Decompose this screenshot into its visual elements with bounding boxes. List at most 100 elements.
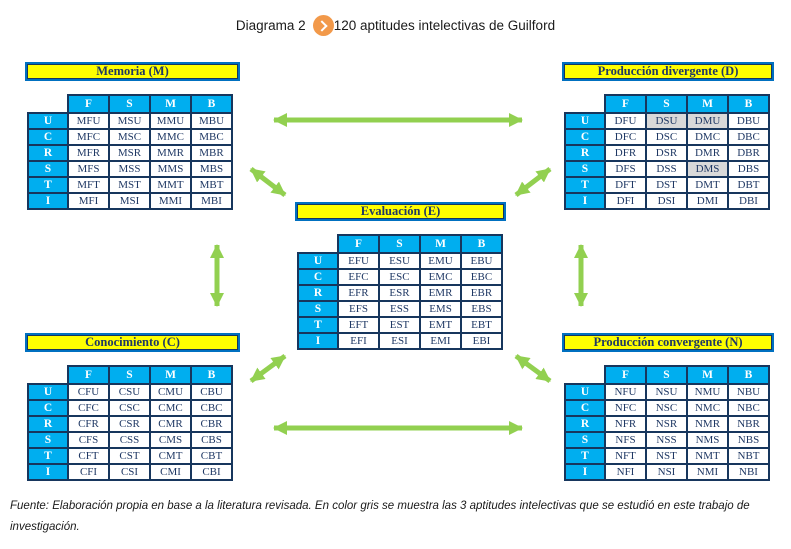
cell-MSC: MSC (108, 128, 151, 146)
cell-DBR: DBR (727, 144, 770, 162)
cell-DSI: DSI (645, 192, 688, 210)
cell-CSU: CSU (108, 383, 151, 401)
col-header-F: F (67, 365, 110, 385)
col-header-B: B (727, 365, 770, 385)
row-header-conocimiento-C: C (27, 399, 69, 417)
corner-cell (28, 366, 68, 384)
cell-NBR: NBR (727, 415, 770, 433)
col-header-S: S (108, 365, 151, 385)
cell-CBC: CBC (190, 399, 233, 417)
col-header-S: S (108, 94, 151, 114)
col-header-M: M (149, 365, 192, 385)
cell-CST: CST (108, 447, 151, 465)
cell-ESI: ESI (378, 332, 421, 350)
cell-MFT: MFT (67, 176, 110, 194)
row-header-convergente-I: I (564, 463, 606, 481)
cell-MST: MST (108, 176, 151, 194)
cell-NMS: NMS (686, 431, 729, 449)
cell-NST: NST (645, 447, 688, 465)
cell-MMS: MMS (149, 160, 192, 178)
row-header-memoria-I: I (27, 192, 69, 210)
col-header-M: M (419, 234, 462, 254)
cell-CBU: CBU (190, 383, 233, 401)
table-title-memoria: Memoria (M) (25, 62, 240, 81)
diagram-title: Diagrama 2 120 aptitudes intelectivas de… (0, 15, 791, 36)
cell-DMT: DMT (686, 176, 729, 194)
cell-CFS: CFS (67, 431, 110, 449)
cell-MBS: MBS (190, 160, 233, 178)
cell-CMC: CMC (149, 399, 192, 417)
col-header-B: B (727, 94, 770, 114)
col-header-F: F (604, 94, 647, 114)
cell-CSC: CSC (108, 399, 151, 417)
cell-EMR: EMR (419, 284, 462, 302)
col-header-F: F (337, 234, 380, 254)
cell-NMR: NMR (686, 415, 729, 433)
cell-DSS: DSS (645, 160, 688, 178)
cell-DFS: DFS (604, 160, 647, 178)
diagram-title-text: 120 aptitudes intelectivas de Guilford (333, 18, 556, 33)
cell-NFS: NFS (604, 431, 647, 449)
cell-MFC: MFC (67, 128, 110, 146)
cell-MBT: MBT (190, 176, 233, 194)
cell-MSS: MSS (108, 160, 151, 178)
cell-MSI: MSI (108, 192, 151, 210)
cell-DSR: DSR (645, 144, 688, 162)
row-header-memoria-S: S (27, 160, 69, 178)
cell-NSS: NSS (645, 431, 688, 449)
arrow-divergente-evaluacion (514, 167, 552, 197)
chevron-right-circle-icon (312, 15, 334, 36)
row-header-divergente-I: I (564, 192, 606, 210)
cell-MFS: MFS (67, 160, 110, 178)
cell-ESU: ESU (378, 252, 421, 270)
cell-NFU: NFU (604, 383, 647, 401)
cell-EMC: EMC (419, 268, 462, 286)
cell-NBI: NBI (727, 463, 770, 481)
source-footnote: Fuente: Elaboración propia en base a la … (10, 500, 750, 533)
cell-DMU: DMU (686, 112, 729, 130)
cell-MSU: MSU (108, 112, 151, 130)
cell-EMS: EMS (419, 300, 462, 318)
col-header-F: F (67, 94, 110, 114)
row-header-evaluacion-T: T (297, 316, 339, 334)
cell-CMS: CMS (149, 431, 192, 449)
row-header-divergente-R: R (564, 144, 606, 162)
cell-CSR: CSR (108, 415, 151, 433)
arrow-memoria-evaluacion (249, 167, 287, 197)
cell-CBS: CBS (190, 431, 233, 449)
cell-CFT: CFT (67, 447, 110, 465)
cell-EMT: EMT (419, 316, 462, 334)
cell-ESS: ESS (378, 300, 421, 318)
arrow-evaluacion-convergente (514, 353, 552, 384)
cell-EBC: EBC (460, 268, 503, 286)
cell-DMR: DMR (686, 144, 729, 162)
row-header-divergente-S: S (564, 160, 606, 178)
cell-DBC: DBC (727, 128, 770, 146)
corner-cell (565, 95, 605, 113)
corner-cell (565, 366, 605, 384)
cell-EBI: EBI (460, 332, 503, 350)
cell-CBR: CBR (190, 415, 233, 433)
cell-EBU: EBU (460, 252, 503, 270)
cell-DFR: DFR (604, 144, 647, 162)
cell-NSR: NSR (645, 415, 688, 433)
cell-CSS: CSS (108, 431, 151, 449)
cell-CMR: CMR (149, 415, 192, 433)
cell-CFC: CFC (67, 399, 110, 417)
row-header-evaluacion-U: U (297, 252, 339, 270)
cell-EMU: EMU (419, 252, 462, 270)
cell-EMI: EMI (419, 332, 462, 350)
row-header-memoria-R: R (27, 144, 69, 162)
cell-NMU: NMU (686, 383, 729, 401)
corner-cell (28, 95, 68, 113)
cell-DMC: DMC (686, 128, 729, 146)
col-header-B: B (190, 94, 233, 114)
col-header-S: S (645, 94, 688, 114)
row-header-convergente-T: T (564, 447, 606, 465)
cell-DFI: DFI (604, 192, 647, 210)
cell-DBU: DBU (727, 112, 770, 130)
